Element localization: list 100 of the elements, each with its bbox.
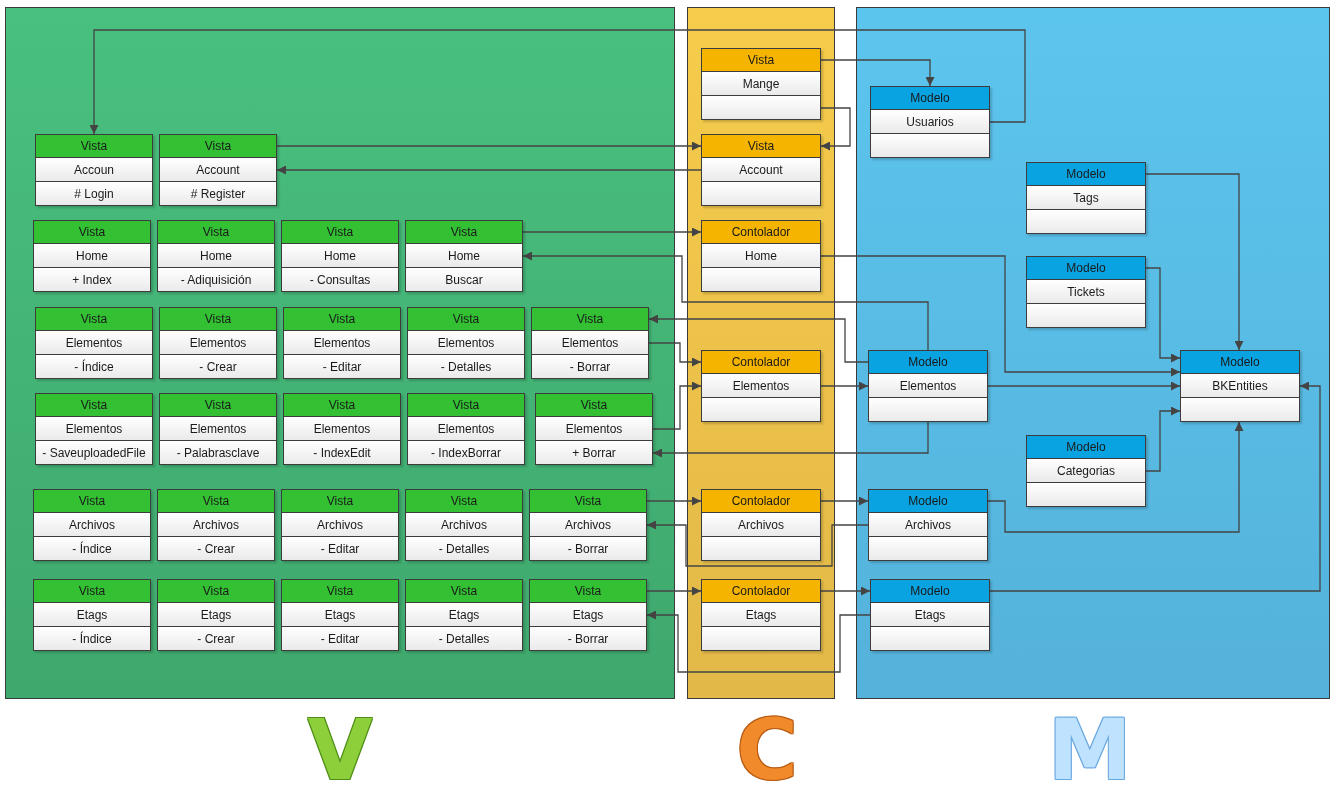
class-name: Home <box>200 248 232 263</box>
class-box <box>157 579 275 651</box>
arrow <box>276 141 702 151</box>
class-method: - Adiquisición <box>180 272 252 287</box>
class-header: Modelo <box>910 91 950 105</box>
class-header: Vista <box>326 494 354 508</box>
class-box <box>283 393 401 465</box>
class-name: Home <box>76 248 108 263</box>
class-header: Vista <box>204 139 232 153</box>
class-header: Modelo <box>1066 261 1106 275</box>
class-header: Vista <box>450 225 478 239</box>
class-name: Home <box>324 248 356 263</box>
class-box <box>1026 162 1146 234</box>
class-header: Vista <box>204 398 232 412</box>
class-name: Account <box>739 162 783 177</box>
class-name: Archivos <box>565 517 611 532</box>
class-name: Elementos <box>732 378 790 393</box>
class-header: Modelo <box>1066 440 1106 454</box>
arrow <box>1145 406 1181 472</box>
arrow <box>820 59 935 87</box>
class-name: Etags <box>448 607 480 622</box>
class-header: Contolador <box>731 584 791 598</box>
class-name: Elementos <box>313 421 371 436</box>
class-box <box>529 489 647 561</box>
class-name: Etags <box>324 607 356 622</box>
class-name: BKEntities <box>1212 378 1268 393</box>
class-box <box>405 489 523 561</box>
class-method: # Login <box>74 186 114 201</box>
arrow <box>648 314 869 363</box>
layer-panel <box>5 7 675 699</box>
class-method: - Borrar <box>569 359 611 374</box>
class-header: Vista <box>450 584 478 598</box>
class-name: Tickets <box>1067 284 1105 299</box>
class-name: Archivos <box>738 517 784 532</box>
class-name: Categorias <box>1057 463 1115 478</box>
class-method: - Detalles <box>438 541 490 556</box>
arrow <box>820 586 871 596</box>
class-header: Vista <box>202 584 230 598</box>
class-box <box>405 579 523 651</box>
arrow <box>820 381 869 391</box>
class-method: - IndexEdit <box>313 445 371 460</box>
class-box <box>701 489 821 561</box>
class-header: Vista <box>452 398 480 412</box>
class-header: Modelo <box>908 355 948 369</box>
class-header: Vista <box>326 225 354 239</box>
arrow <box>646 520 869 567</box>
class-header: Vista <box>78 584 106 598</box>
class-header: Vista <box>452 312 480 326</box>
class-method: - Editar <box>320 631 360 646</box>
class-name: Usuarios <box>906 114 954 129</box>
class-box <box>701 134 821 206</box>
arrow <box>646 610 871 673</box>
class-box <box>33 579 151 651</box>
arrow <box>1145 267 1181 363</box>
class-header: Vista <box>204 312 232 326</box>
class-name: Etags <box>76 607 108 622</box>
layer-letter: M <box>1048 708 1128 792</box>
class-box <box>1026 256 1146 328</box>
class-method: - Detalles <box>438 631 490 646</box>
class-box <box>283 307 401 379</box>
class-box <box>159 307 277 379</box>
class-name: Home <box>448 248 480 263</box>
class-method: - Borrar <box>567 541 609 556</box>
class-header: Vista <box>328 398 356 412</box>
class-box <box>701 48 821 120</box>
class-header: Vista <box>80 398 108 412</box>
arrow <box>820 255 1181 377</box>
class-box <box>1026 435 1146 507</box>
class-method: - Índice <box>72 541 112 556</box>
class-name: Etags <box>914 607 946 622</box>
arrow <box>648 342 702 367</box>
class-method: - Editar <box>320 541 360 556</box>
arrow <box>987 421 1244 533</box>
class-header: Vista <box>450 494 478 508</box>
class-header: Vista <box>202 225 230 239</box>
class-name: Mange <box>742 76 780 91</box>
class-method: - Crear <box>199 359 237 374</box>
arrow <box>1145 173 1244 351</box>
class-name: Archivos <box>441 517 487 532</box>
class-box <box>35 393 153 465</box>
class-box <box>157 489 275 561</box>
class-name: Accoun <box>74 162 114 177</box>
arrow <box>987 381 1181 391</box>
class-name: Elementos <box>437 421 495 436</box>
class-box <box>870 86 990 158</box>
class-box <box>407 307 525 379</box>
layer-panel <box>687 7 835 699</box>
class-name: Archivos <box>317 517 363 532</box>
class-method: - Palabrasclave <box>176 445 260 460</box>
class-box <box>35 134 153 206</box>
class-method: + Index <box>72 272 112 287</box>
class-box <box>33 220 151 292</box>
class-box <box>407 393 525 465</box>
class-box <box>529 579 647 651</box>
class-name: Elementos <box>313 335 371 350</box>
class-name: Account <box>196 162 240 177</box>
arrow <box>646 586 702 596</box>
class-header: Modelo <box>1220 355 1260 369</box>
class-box <box>868 350 988 422</box>
class-name: Elementos <box>437 335 495 350</box>
